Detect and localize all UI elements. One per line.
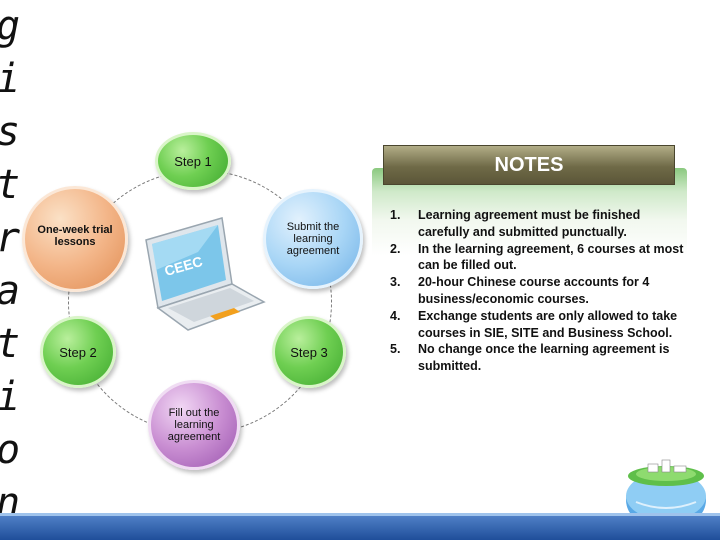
side-title-letter: a: [0, 265, 20, 318]
side-title-letter: i: [0, 53, 20, 106]
list-item-number: 1.: [390, 208, 401, 222]
side-title-letter: o: [0, 424, 20, 477]
step-2-label: Step 2: [59, 344, 97, 360]
notes-title: NOTES: [494, 153, 564, 176]
fill-agreement-label: Fill out the learning agreement: [167, 407, 221, 443]
side-title-letter: s: [0, 106, 20, 159]
list-item-number: 4.: [390, 308, 401, 323]
list-item-text: Exchange students are only allowed to ta…: [418, 308, 678, 340]
laptop-image: CEEC: [138, 212, 268, 332]
laptop-icon: [145, 217, 266, 331]
side-title: g i s t r a t i o n: [0, 0, 20, 530]
notes-panel: [372, 168, 687, 460]
list-item-text: Learning agreement must be finished care…: [418, 208, 641, 239]
side-title-letter: t: [0, 318, 20, 371]
step-3-node: Step 3: [272, 316, 346, 388]
list-item: 3. 20-hour Chinese course accounts for 4…: [390, 274, 688, 308]
fill-agreement-node: Fill out the learning agreement: [148, 380, 240, 470]
list-item-number: 2.: [390, 241, 401, 256]
list-item-text: No change once the learning agreement is…: [418, 342, 670, 374]
list-item: 2. In the learning agreement, 6 courses …: [390, 241, 688, 275]
list-item-text: 20-hour Chinese course accounts for 4 bu…: [418, 275, 650, 306]
side-title-letter: g: [0, 0, 20, 53]
trial-lessons-node: One-week trial lessons: [22, 186, 128, 292]
submit-agreement-node: Submit the learning agreement: [263, 189, 363, 289]
submit-agreement-label: Submit the learning agreement: [286, 221, 340, 257]
list-item: 5. No change once the learning agreement…: [390, 341, 688, 375]
list-item: 4. Exchange students are only allowed to…: [390, 308, 688, 342]
side-title-letter: i: [0, 371, 20, 424]
step-2-node: Step 2: [40, 316, 116, 388]
list-item-text: In the learning agreement, 6 courses at …: [418, 241, 684, 273]
trial-lessons-label: One-week trial lessons: [37, 224, 113, 248]
list-item-number: 3.: [390, 275, 401, 290]
step-3-label: Step 3: [290, 344, 328, 360]
notes-header: NOTES: [383, 145, 675, 185]
step-1-label: Step 1: [174, 153, 212, 169]
bottom-bar: [0, 513, 720, 540]
side-title-letter: t: [0, 159, 20, 212]
step-1-node: Step 1: [155, 132, 231, 190]
notes-list: 1. Learning agreement must be finished c…: [390, 207, 688, 375]
side-title-letter: r: [0, 212, 20, 265]
list-item-number: 5.: [390, 342, 401, 357]
list-item: 1. Learning agreement must be finished c…: [390, 207, 688, 241]
